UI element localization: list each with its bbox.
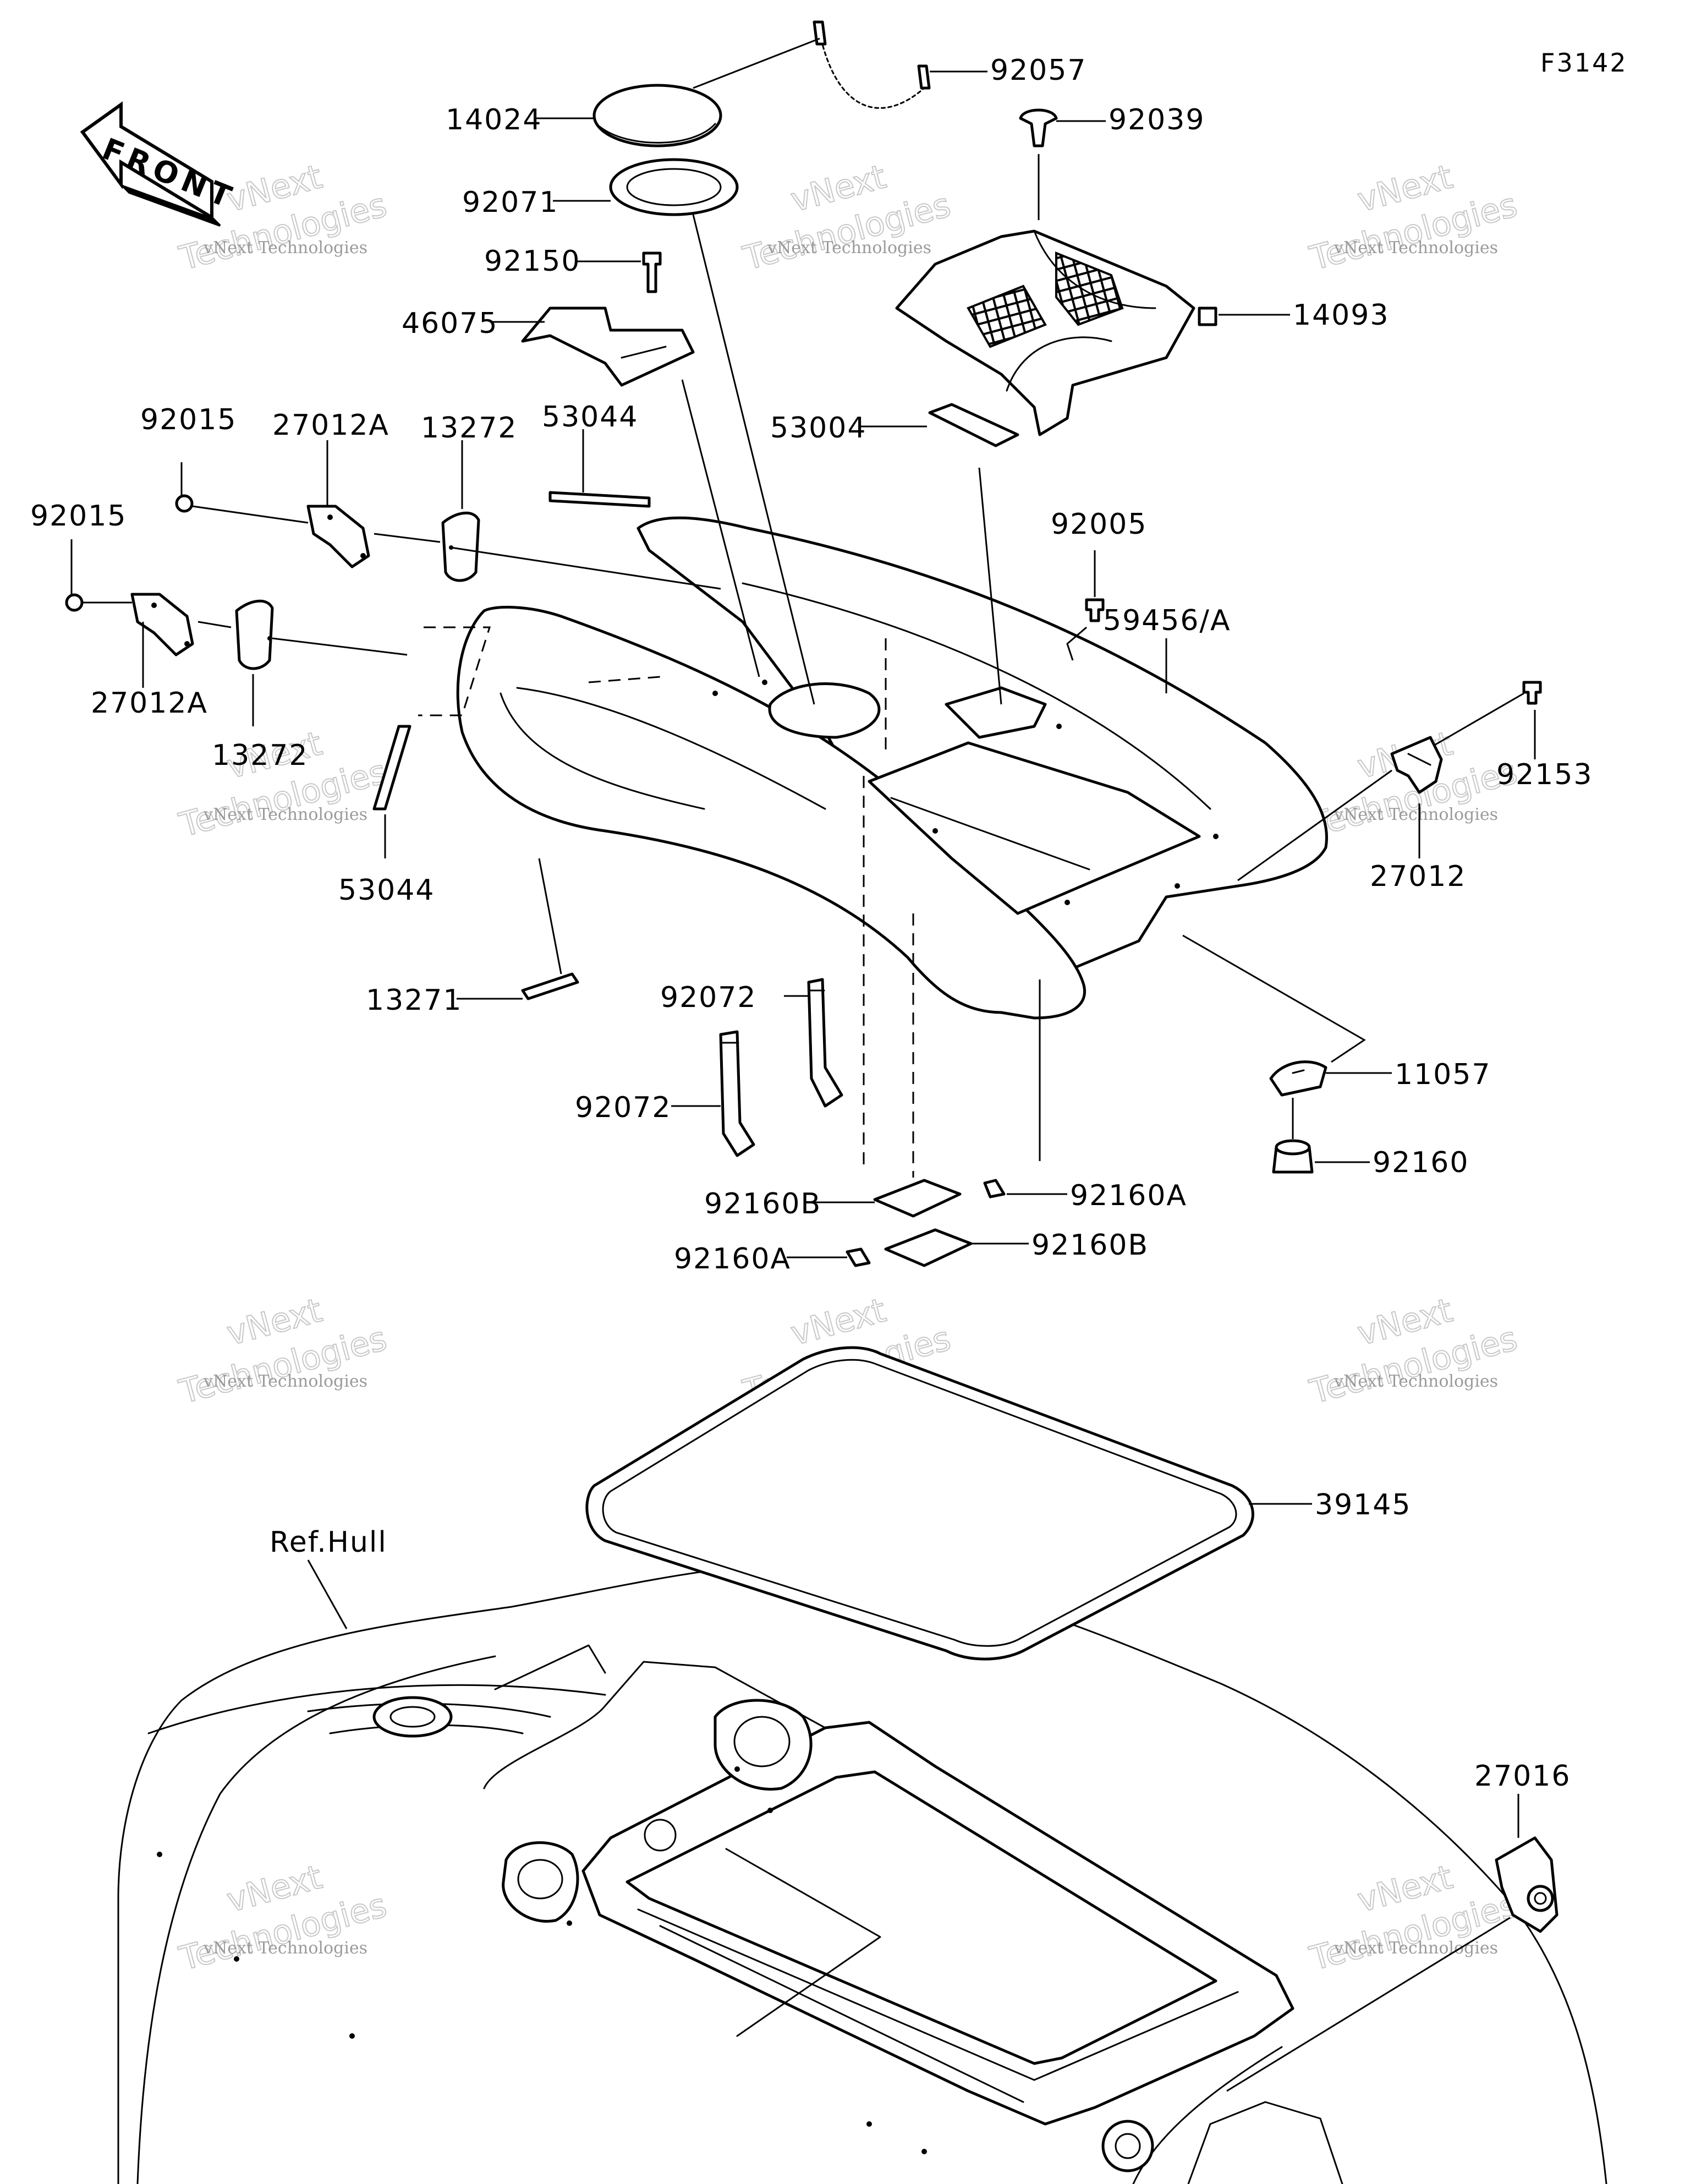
part-92160B-lower: 92160B — [884, 1228, 1149, 1267]
part-number: 92160 — [1373, 1146, 1469, 1179]
part-53004: 53004 — [770, 403, 1019, 705]
part-59456-A: 59456/A — [1103, 604, 1231, 693]
figure-code: F3142 — [1540, 48, 1628, 78]
watermark-text: vNext Technologies — [1334, 1372, 1498, 1391]
part-number: 92160B — [1031, 1229, 1149, 1262]
part-number: 27012A — [91, 687, 208, 720]
part-number: 14024 — [446, 103, 542, 136]
part-13271: 13271 — [366, 858, 579, 1017]
part-number: 92153 — [1496, 758, 1593, 791]
part-number: 92150 — [484, 245, 580, 278]
part-92160B-upper: 92160B — [704, 913, 962, 1220]
part-46075: 46075 — [402, 306, 760, 677]
part-92160A-lower: 92160A — [674, 1242, 871, 1276]
part-92015-upper: 92015 — [140, 403, 309, 524]
hull-reference: Ref.Hull — [117, 1526, 1607, 2184]
part-92015-lower: 92015 — [30, 500, 132, 612]
watermark-text: vNext Technologies — [203, 1372, 367, 1391]
part-27012A-upper: 27012A — [272, 409, 441, 568]
part-27016: 27016 — [1226, 1760, 1571, 2092]
part-13272-upper: 13272 — [421, 412, 721, 590]
ref-hull-label: Ref.Hull — [270, 1526, 387, 1559]
part-number: 53044 — [542, 401, 638, 434]
part-11057: 11057 — [1182, 934, 1491, 1139]
part-92072-lower: 92072 — [575, 1030, 755, 1157]
part-number: 92015 — [30, 500, 127, 533]
guide-line — [588, 676, 661, 683]
watermark-text: vNext Technologies — [1334, 805, 1498, 824]
part-number: 92160A — [674, 1242, 791, 1276]
part-number: 92057 — [990, 54, 1087, 87]
part-number: 14093 — [1293, 299, 1389, 332]
part-number: 27012A — [272, 409, 389, 442]
part-number: 53044 — [338, 874, 435, 907]
watermark-text: vNext Technologies — [203, 805, 367, 824]
part-27012A-lower: 27012A — [91, 593, 232, 720]
watermark-text: vNext Technologies — [203, 238, 367, 258]
part-number: 13271 — [366, 984, 462, 1017]
part-53044-upper: 53044 — [542, 401, 651, 508]
part-number: 53004 — [770, 412, 866, 445]
part-number: 27016 — [1474, 1760, 1571, 1793]
watermark-text: vNext Technologies — [767, 238, 931, 258]
part-92005: 92005 — [1051, 508, 1147, 661]
part-number: 27012 — [1370, 860, 1466, 893]
part-92150: 92150 — [484, 245, 662, 293]
part-92071: 92071 — [462, 158, 815, 705]
seat-assembly — [456, 516, 1328, 1020]
part-number: 92071 — [462, 186, 558, 219]
part-92160A-upper: 92160A — [983, 979, 1187, 1212]
part-14024: 14024 — [446, 37, 820, 147]
front-arrow-icon: FRONT — [80, 101, 241, 227]
part-number: 92160A — [1070, 1179, 1187, 1212]
part-number: 46075 — [402, 307, 498, 340]
watermark-text: vNext Technologies — [1334, 238, 1498, 258]
part-92072-upper: 92072 — [660, 978, 843, 1108]
part-number: 92072 — [575, 1091, 671, 1124]
part-92039: 92039 — [1019, 103, 1205, 220]
part-27012: 27012 — [1237, 736, 1466, 893]
part-number: 13272 — [421, 412, 517, 445]
part-number: 11057 — [1395, 1058, 1491, 1091]
part-92057: 92057 — [813, 20, 1087, 109]
part-number: 92039 — [1109, 103, 1205, 136]
part-53044-lower: 53044 — [338, 626, 491, 907]
watermark-text: vNext Technologies — [203, 1939, 367, 1958]
part-number: 13272 — [212, 739, 308, 772]
part-number: 92015 — [140, 403, 237, 436]
part-number: 92072 — [660, 981, 756, 1014]
watermark-text: vNext Technologies — [1334, 1939, 1498, 1958]
part-39145: 39145 — [585, 1346, 1411, 1661]
part-number: 92160B — [704, 1187, 821, 1220]
part-14093: 14093 — [895, 229, 1389, 436]
part-number: 39145 — [1315, 1488, 1411, 1521]
part-13272-lower: 13272 — [212, 599, 408, 772]
part-92160: 92160 — [1272, 1139, 1469, 1179]
part-number: 59456/A — [1103, 604, 1231, 637]
part-92153: 92153 — [1419, 681, 1593, 791]
part-number: 92005 — [1051, 508, 1147, 541]
